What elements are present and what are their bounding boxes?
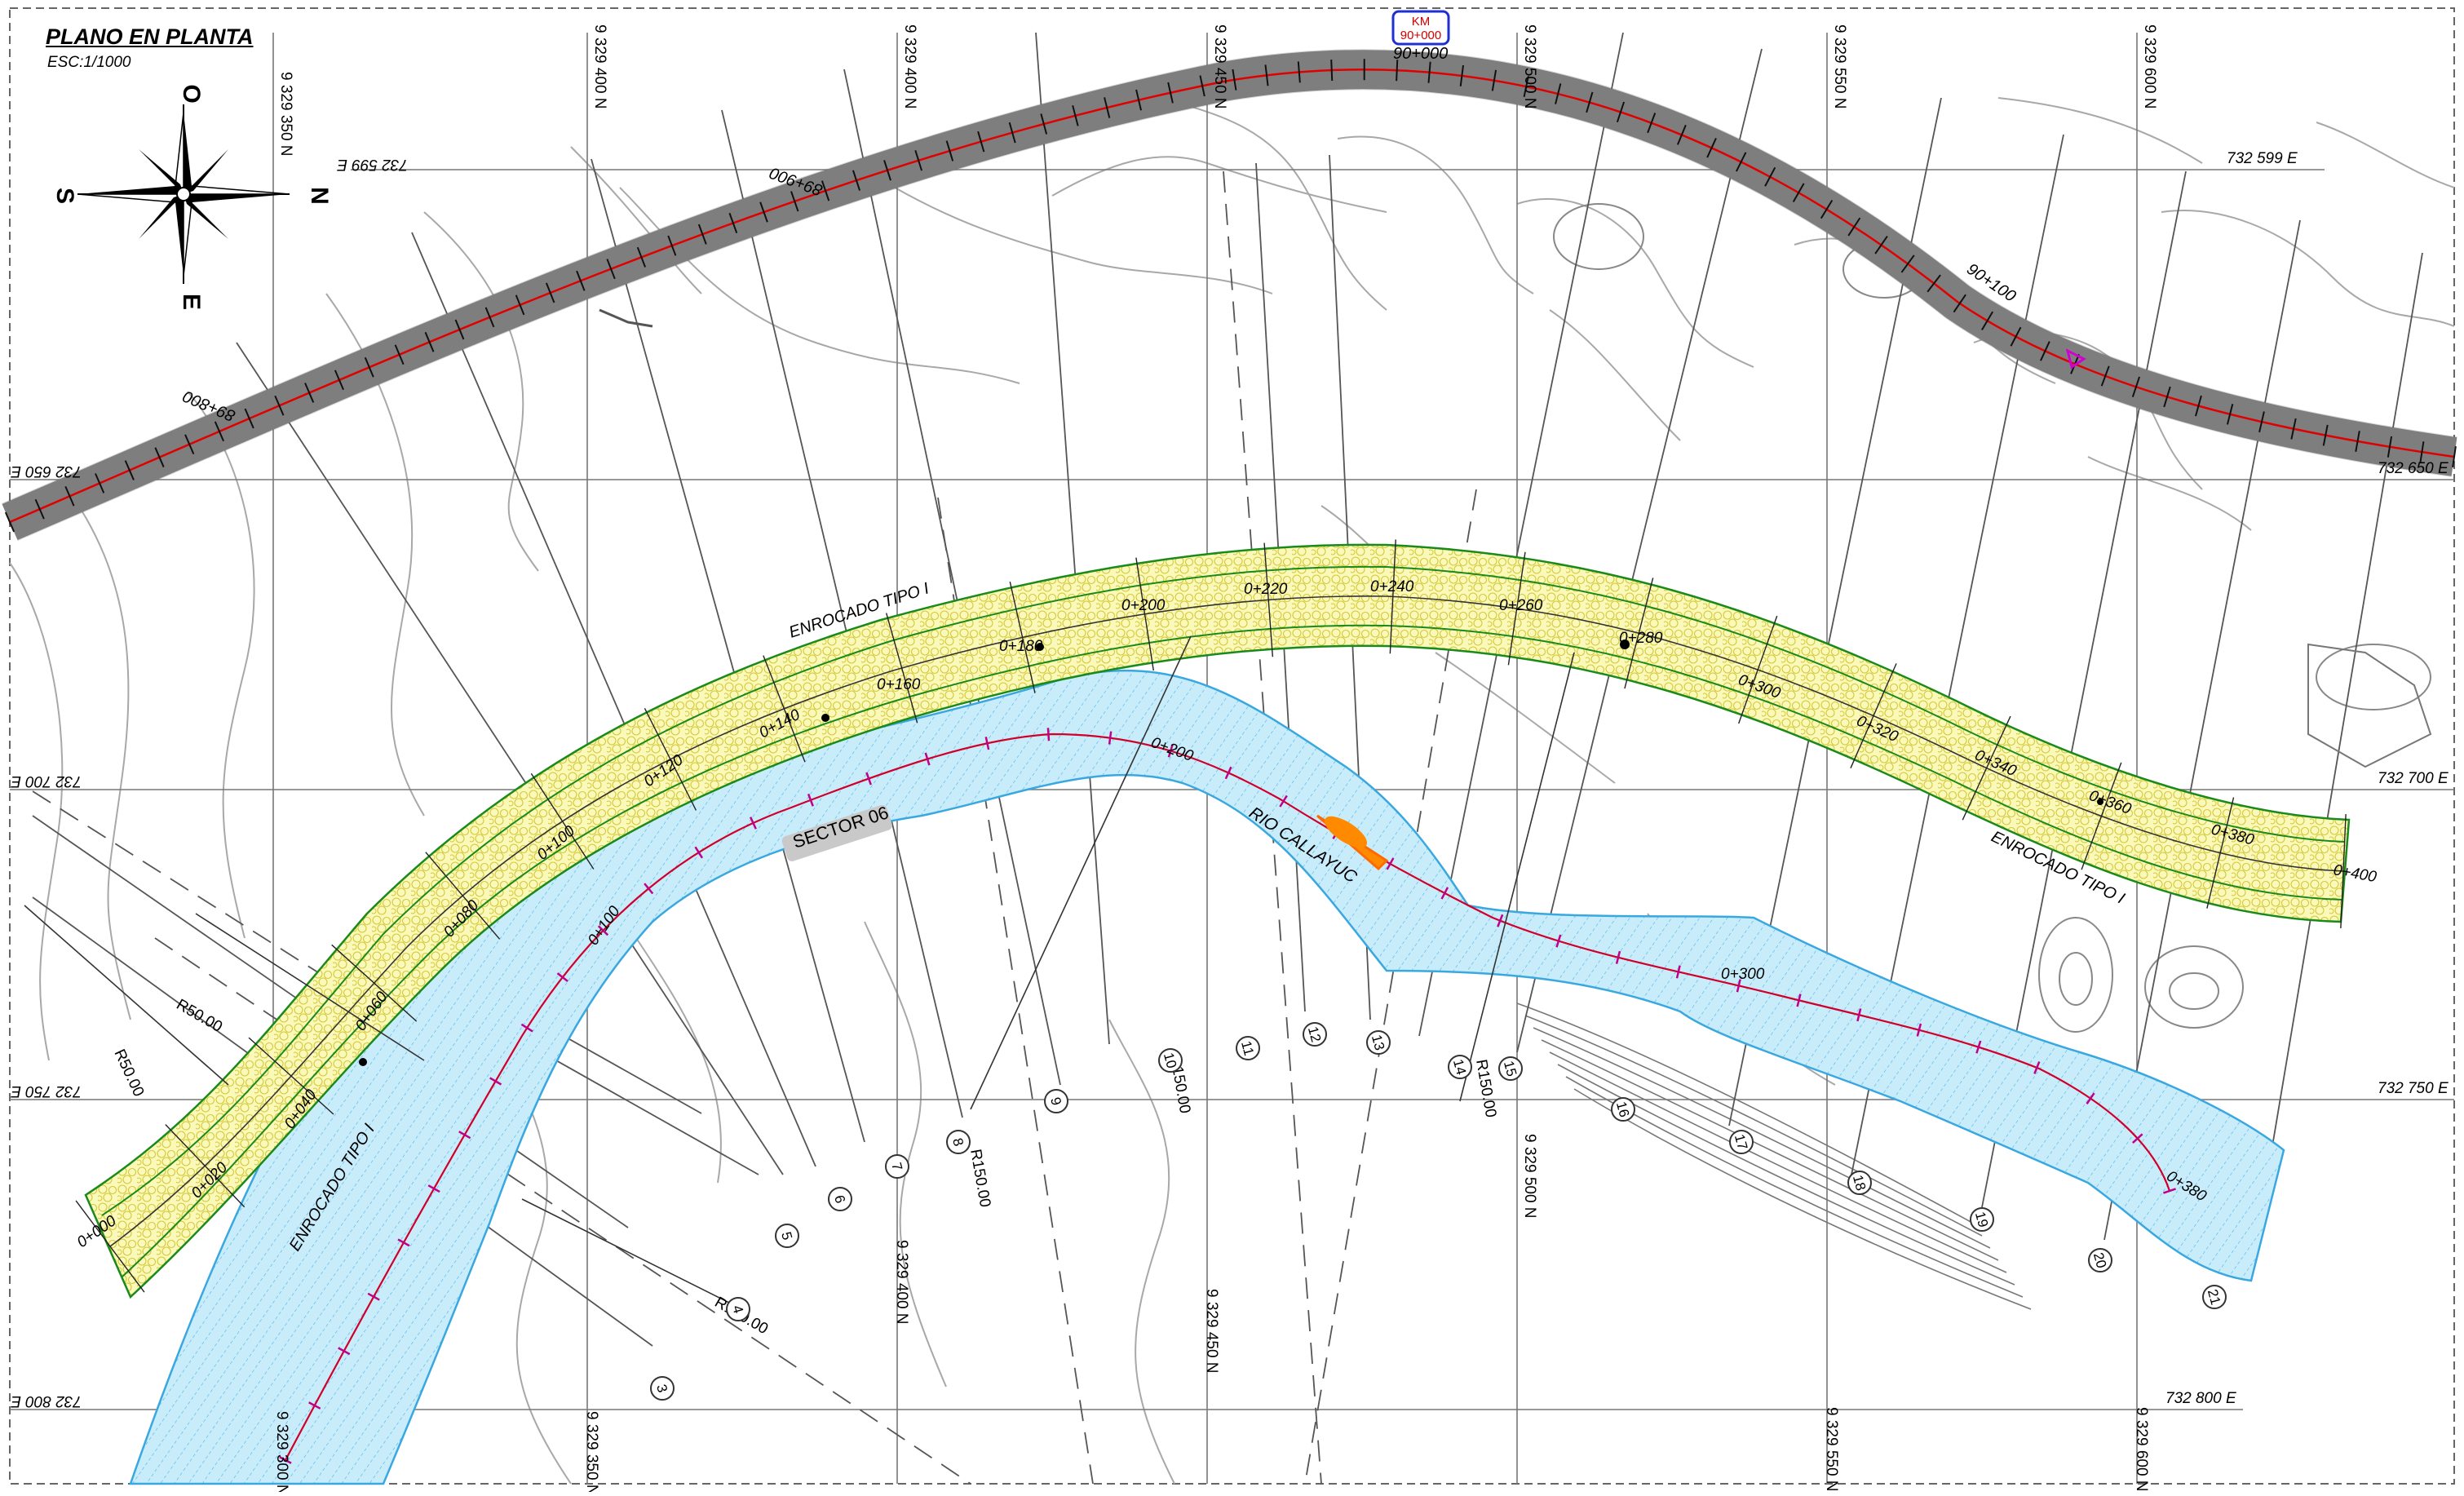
grid-north-label: 9 329 400 N: [893, 1240, 910, 1325]
building-outline: [2308, 644, 2431, 767]
plan-scale: ESC:1/1000: [47, 54, 130, 72]
river-station-label: 0+300: [1721, 966, 1765, 983]
grid-north-label: 9 329 550 N: [1823, 1407, 1840, 1492]
highway-tick: [1331, 60, 1332, 81]
km-box-value: 90+000: [1400, 29, 1441, 42]
channel-station-label: 0+260: [1499, 597, 1543, 614]
channel-station-label: 0+180: [999, 638, 1043, 655]
grid-east-label: 732 800 E: [2165, 1390, 2236, 1407]
highway-tick: [1396, 60, 1397, 81]
channel-station-label: 0+240: [1370, 578, 1414, 595]
grid-north-label: 9 329 550 N: [1831, 24, 1848, 109]
highway-km-label: 90+000: [1393, 45, 1448, 63]
channel-station-label: 0+280: [1619, 630, 1663, 647]
grid-east-label: 732 599 E: [2227, 150, 2298, 167]
channel-station-label: 0+160: [877, 676, 921, 693]
radius-label: R50.00: [174, 996, 226, 1036]
radius-label: R150.00: [1472, 1058, 1499, 1118]
grid-north-label: 9 329 500 N: [1521, 24, 1538, 109]
grid-north-label: 9 329 350 N: [277, 72, 294, 157]
compass-east-letter: E: [178, 294, 205, 310]
grid-east-label: 732 599 E: [337, 156, 408, 173]
radius-label: R50.00: [110, 1047, 147, 1099]
compass-rose: [77, 104, 290, 284]
grid-east-label: 732 700 E: [11, 772, 82, 790]
channel-station-label: 0+200: [1121, 597, 1166, 614]
grid-east-label: 732 700 E: [2378, 770, 2449, 787]
grid-north-label: 9 329 600 N: [2133, 1407, 2150, 1492]
highway-edge: [10, 69, 2454, 522]
grid-east-label: 732 650 E: [11, 463, 82, 480]
grid-north-label: 9 329 500 N: [1521, 1134, 1538, 1219]
grid-east-label: 732 800 E: [11, 1392, 82, 1410]
highway-axis: [10, 69, 2454, 522]
grid-north-label: 9 329 400 N: [901, 24, 918, 109]
km-box-label: KM: [1412, 15, 1431, 29]
river-axis-tick: [1048, 728, 1049, 741]
compass-south-letter: S: [51, 188, 78, 204]
highway-road: [10, 69, 2454, 522]
plan-title: PLANO EN PLANTA: [46, 24, 254, 50]
compass-west-letter: O: [178, 84, 205, 103]
grid-north-label: 9 329 450 N: [1211, 24, 1228, 109]
grid-east-label: 732 750 E: [11, 1082, 82, 1100]
grid-east-label: 732 750 E: [2378, 1080, 2449, 1097]
compass-north-letter: N: [306, 187, 333, 205]
grid-east-label: 732 650 E: [2378, 460, 2449, 477]
grid-north-extra-label: 9 329 300 N: [273, 1411, 290, 1492]
grid-north-label: 9 329 350 N: [583, 1411, 600, 1492]
highway-ticks: [6, 59, 2456, 532]
radius-label: R150.00: [967, 1148, 993, 1208]
grid-north-label: 9 329 450 N: [1203, 1289, 1220, 1374]
grid-north-label: 9 329 400 N: [591, 24, 608, 109]
grid-north-label: 9 329 600 N: [2141, 24, 2158, 109]
channel-station-label: 0+220: [1244, 581, 1288, 598]
road-spur: [599, 310, 652, 326]
